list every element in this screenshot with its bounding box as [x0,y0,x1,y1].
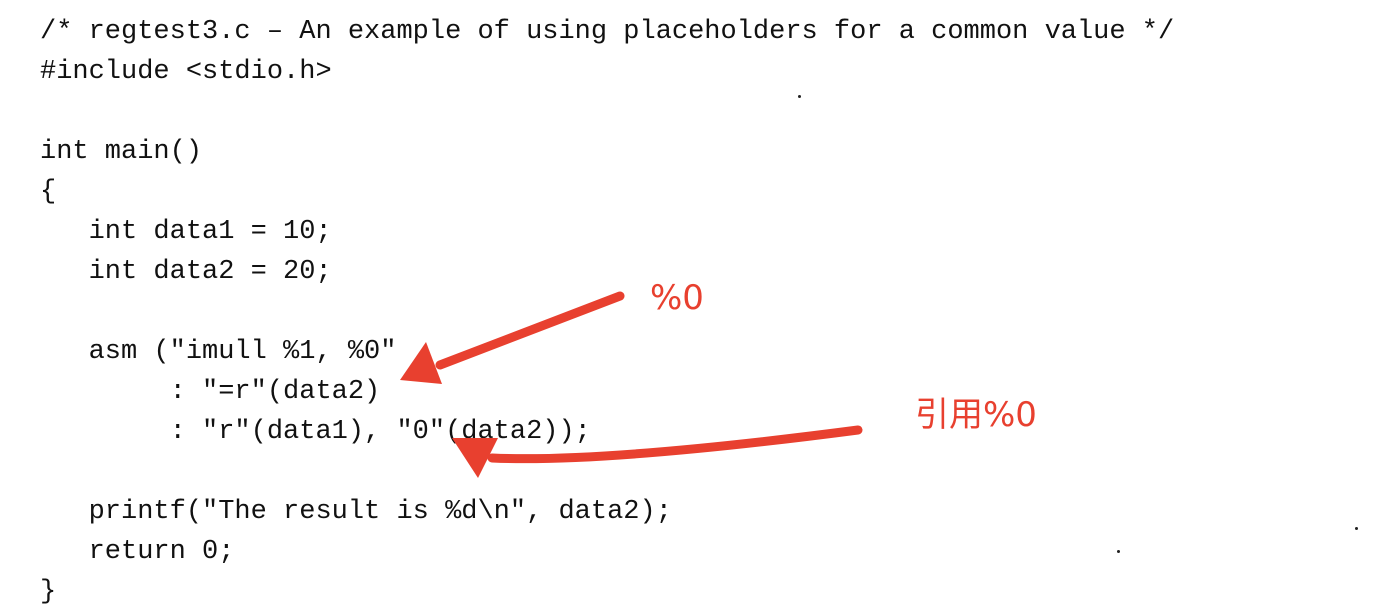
code-line-printf: printf("The result is %d\n", data2); [40,497,672,527]
code-line-data2-decl: int data2 = 20; [40,257,332,287]
annotation-label-percent0: %0 [650,278,704,318]
code-line-close-brace: } [40,577,57,607]
code-line-return: return 0; [40,537,235,567]
annotation-label-reference-percent0: 引用%0 [915,395,1037,435]
scan-speck [798,95,801,98]
code-listing: /* regtest3.c – An example of using plac… [40,12,1174,612]
code-line-asm-output: : "=r"(data2) [40,377,381,407]
scan-speck [1117,550,1120,553]
code-line-data1-decl: int data1 = 10; [40,217,332,247]
code-line-blank [40,92,1174,132]
code-line-comment: /* regtest3.c – An example of using plac… [40,17,1175,47]
code-line-main-signature: int main() [40,137,203,167]
code-line-include: #include <stdio.h> [40,57,332,87]
code-line-asm-template: asm ("imull %1, %0" [40,337,397,367]
code-line-blank [40,292,1174,332]
code-line-open-brace: { [40,177,57,207]
code-line-blank [40,452,1174,492]
scan-speck [1355,527,1358,530]
